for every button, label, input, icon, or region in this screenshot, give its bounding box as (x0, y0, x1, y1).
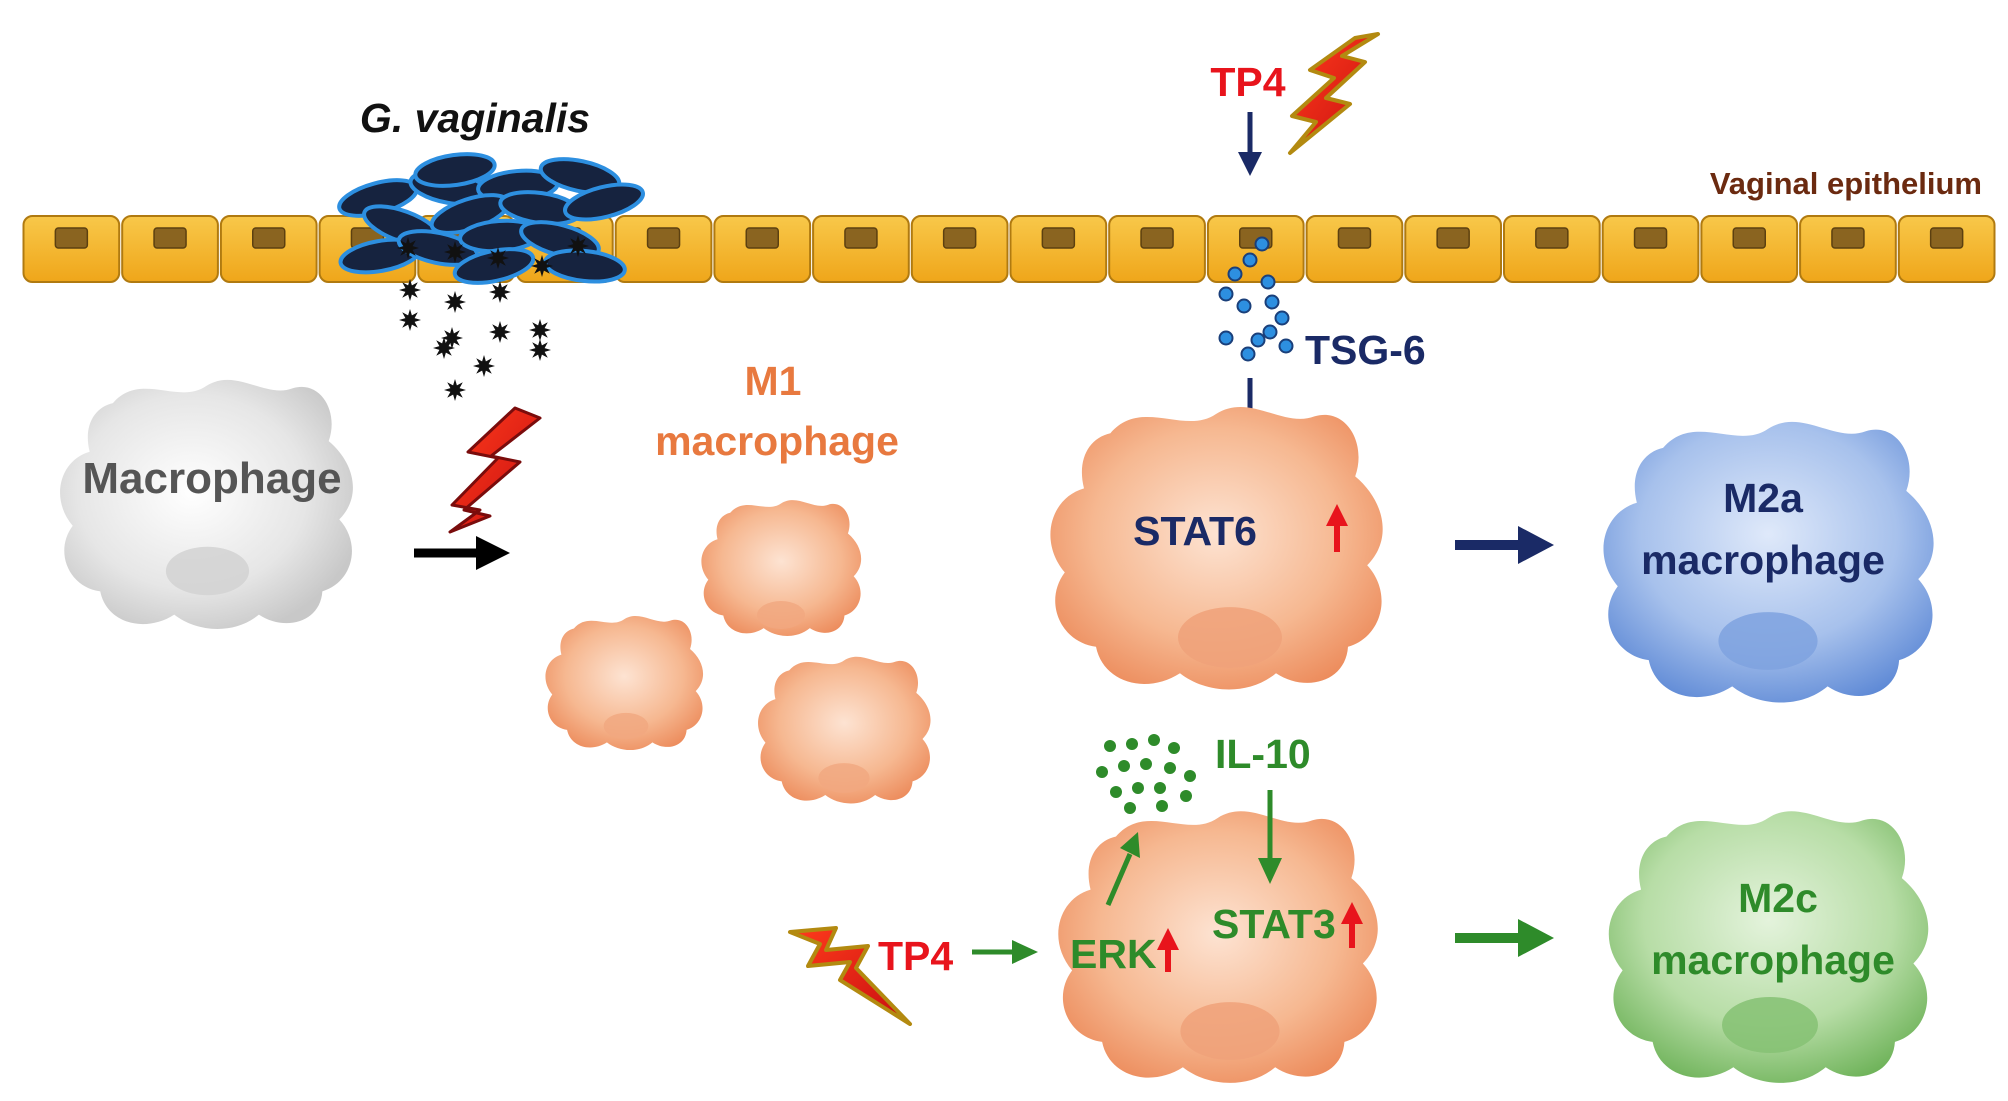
epithelial-cell (1799, 215, 1897, 283)
epithelial-cell (1305, 215, 1404, 283)
epithelial-cell (1206, 215, 1305, 283)
tsg6-particle (1218, 286, 1234, 302)
arrow-il10-to-stat3 (1258, 790, 1282, 884)
il10-particle (1126, 738, 1138, 750)
il10-particle (1132, 782, 1144, 794)
tsg6-particle (1262, 324, 1278, 340)
toxin-particle (444, 241, 466, 263)
tsg6-particle (1236, 298, 1252, 314)
tsg6-particle (1264, 294, 1280, 310)
bacterium-rod (413, 152, 497, 188)
m2c-label-line1: M2c (1738, 875, 1818, 921)
toxin-particle (444, 291, 466, 313)
m2a-label-line1: M2a (1723, 475, 1804, 521)
il10-particle (1096, 766, 1108, 778)
tsg6-particle (1240, 346, 1256, 362)
toxin-particle (399, 309, 421, 331)
arrow-to-m2c (1455, 919, 1554, 957)
il10-particle (1110, 786, 1122, 798)
toxin-particle (567, 235, 589, 257)
il10-particle (1164, 762, 1176, 774)
il10-particle (1156, 800, 1168, 812)
tsg6-particle (1227, 266, 1243, 282)
il10-particle (1184, 770, 1196, 782)
stat3-label: STAT3 (1212, 901, 1336, 947)
tsg6-particle (1250, 332, 1266, 348)
il10-particle (1180, 790, 1192, 802)
m2c-label-line2: macrophage (1651, 937, 1895, 983)
epithelial-cell (812, 215, 910, 283)
tsg6-particle (1260, 274, 1276, 290)
lightning-bolt-icon (1288, 32, 1380, 155)
il10-particle (1104, 740, 1116, 752)
epithelial-cell (1009, 215, 1108, 283)
erk-label: ERK (1070, 931, 1157, 977)
epithelial-cell (614, 215, 713, 283)
epithelial-cell (1404, 215, 1503, 283)
il10-label: IL-10 (1215, 731, 1311, 777)
lightning-bolt-icon (448, 406, 542, 534)
g-vaginalis-bacteria-cluster (337, 152, 645, 285)
il10-particle (1124, 802, 1136, 814)
m1-macrophage-cells (545, 500, 931, 804)
resting-macrophage (60, 379, 353, 629)
epithelial-cell (1700, 215, 1799, 283)
bacteria-label: G. vaginalis (360, 95, 590, 141)
il10-particle (1148, 734, 1160, 746)
epithelial-cell (22, 215, 121, 283)
macrophage-label: Macrophage (82, 454, 341, 503)
m1-label-line1: M1 (745, 358, 802, 404)
up-arrow-icon (1341, 902, 1363, 948)
tsg6-particle (1274, 310, 1290, 326)
toxin-particle (397, 237, 419, 259)
tp4-bottom-label: TP4 (878, 933, 953, 979)
epithelial-cell (219, 215, 318, 283)
epithelial-cell (713, 215, 812, 283)
il10-particle (1118, 760, 1130, 772)
stat6-label: STAT6 (1133, 508, 1257, 554)
m1-label-line2: macrophage (655, 418, 899, 464)
toxin-particle (531, 255, 553, 277)
epithelial-cell (121, 215, 219, 283)
il10-particle (1168, 742, 1180, 754)
epithelial-cell (1503, 215, 1601, 283)
epithelial-cell (910, 215, 1009, 283)
toxin-particle (399, 279, 421, 301)
il10-particle (1154, 782, 1166, 794)
bacterium-rod (563, 182, 645, 222)
epithelium-label: Vaginal epithelium (1710, 166, 1982, 201)
tsg6-label: TSG-6 (1305, 327, 1426, 373)
m2a-label-line2: macrophage (1641, 537, 1885, 583)
vaginal-epithelium-layer (22, 215, 1996, 283)
arrow-erk-to-il10 (1105, 832, 1140, 906)
arrow-to-m1 (414, 536, 510, 570)
toxin-particle (473, 355, 495, 377)
arrow-to-m2a (1455, 526, 1554, 564)
tsg6-particle (1254, 236, 1270, 252)
toxin-particle (489, 281, 511, 303)
up-arrow-icon (1157, 928, 1179, 972)
il10-particle (1140, 758, 1152, 770)
tsg6-particle (1278, 338, 1294, 354)
toxin-particles (397, 235, 589, 401)
tsg6-particle (1242, 252, 1258, 268)
epithelial-cell (1897, 215, 1996, 283)
toxin-particle (487, 247, 509, 269)
toxin-particle (529, 319, 551, 341)
toxin-particle (444, 379, 466, 401)
tsg6-particle (1218, 330, 1234, 346)
toxin-particle (433, 337, 455, 359)
toxin-particle (529, 339, 551, 361)
arrow-tp4-to-epithelium (1238, 112, 1262, 176)
tsg6-particles (1218, 236, 1294, 362)
toxin-particle (489, 321, 511, 343)
epithelial-cell (1108, 215, 1206, 283)
tp4-top-label: TP4 (1210, 59, 1285, 105)
epithelial-cell (1601, 215, 1700, 283)
il10-particles (1096, 734, 1196, 814)
lightning-bolt-icon (788, 926, 912, 1026)
up-arrow-icon (1326, 504, 1348, 552)
arrow-tp4-to-erk (972, 940, 1038, 964)
